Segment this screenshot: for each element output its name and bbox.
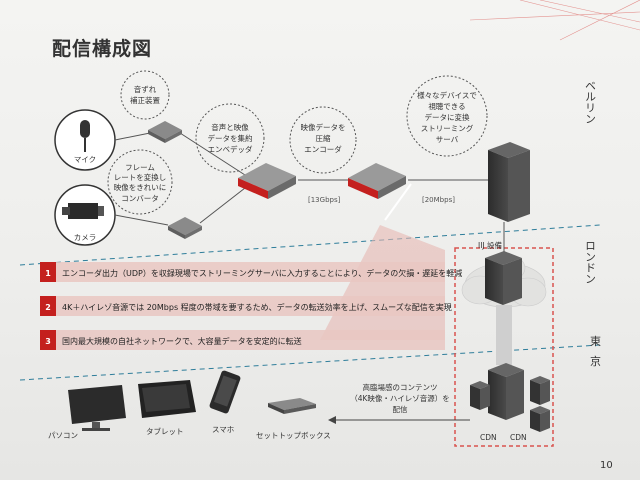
bubble-streaming-line5: サーバ (436, 135, 459, 144)
decorative-lines (469, 0, 640, 41)
bubble-embed-line3: エンベデッダ (208, 144, 253, 154)
cdn-server-right (530, 376, 550, 405)
tablet-icon (138, 380, 196, 418)
berlin-label: ベルリン (584, 80, 597, 124)
bubble-streaming (406, 75, 488, 157)
slide-title: 配信構成図 (52, 37, 152, 60)
city-berlin: ベルリン (584, 80, 597, 124)
callout-shape (320, 225, 445, 340)
noise-correction-device (148, 121, 182, 143)
tokyo-server-main (488, 363, 524, 420)
iij-label: IIJ 設備 (478, 240, 503, 250)
note-2-text: 4K＋ハイレゾ音源では 20Mbps 程度の帯域を要するため、データの転送効率を… (62, 302, 452, 312)
cdn-server-right2 (530, 406, 550, 432)
set-top-box-icon (268, 398, 316, 414)
mic-label: マイク (74, 155, 96, 164)
mic-icon (80, 120, 90, 152)
bubble-encode-line3: エンコーダ (304, 144, 342, 154)
bubble-embed (195, 103, 265, 173)
smartphone-icon (209, 370, 241, 414)
bubble-encode (289, 106, 357, 174)
device-label-settopbox: セットトップボックス (256, 431, 331, 440)
note-3-number: 3 (45, 337, 51, 346)
camera-icon (62, 203, 104, 219)
device-label-tablet: タブレット (146, 426, 184, 436)
bubble-noise-line1: 音ずれ (134, 84, 157, 94)
bubble-encode-line1: 映像データを (301, 122, 346, 132)
bubble-frame-line1: フレーム (125, 163, 155, 172)
delivery-caption-line3: 配信 (393, 404, 408, 414)
tokyo-label-1: 東 (590, 335, 601, 348)
note-2-number: 2 (45, 303, 51, 312)
divider-berlin-london (19, 224, 601, 266)
connection-lines (114, 132, 488, 226)
note-1-number: 1 (45, 269, 51, 278)
device-label-smartphone: スマホ (212, 425, 234, 434)
delivery-caption-line1: 高臨場感のコンテンツ (363, 382, 438, 392)
cdn-label-2: CDN (510, 433, 527, 442)
bandwidth-20mbps: [20Mbps] (422, 196, 455, 204)
note-1-text: エンコーダ出力（UDP）を収録現場でストリーミングサーバに入力することにより、デ… (62, 268, 462, 278)
device-label-pc: パソコン (48, 431, 78, 440)
cdn-label-1: CDN (480, 433, 497, 442)
bubble-streaming-line2: 視聴できる (428, 102, 465, 111)
note-3: 3 国内最大規模の自社ネットワークで、大容量データを安定的に転送 (40, 330, 445, 350)
bubble-streaming-line1: 様々なデバイスで (417, 90, 477, 100)
delivery-caption-line2: （4K映像・ハイレゾ音源）を (350, 393, 450, 403)
bandwidth-13gbps: [13Gbps] (308, 196, 341, 204)
note-2: 2 4K＋ハイレゾ音源では 20Mbps 程度の帯域を要するため、データの転送効… (40, 296, 452, 316)
london-label: ロンドン (584, 240, 597, 284)
bubble-frame (107, 149, 173, 215)
pc-icon (68, 385, 126, 431)
bubble-frame-line4: コンバータ (121, 194, 159, 203)
camera-label: カメラ (74, 233, 97, 242)
london-server (485, 251, 522, 305)
bubble-frame-line3: 映像をきれいに (114, 182, 167, 192)
converter-device (168, 217, 202, 239)
bubble-noise (120, 70, 170, 120)
encoder-device (348, 163, 406, 199)
tokyo-label-2: 京 (590, 354, 601, 368)
cdn-server-left (470, 381, 490, 410)
bubble-streaming-line4: ストリーミング (421, 123, 474, 133)
bubble-frame-line2: レートを変換し (114, 172, 167, 182)
bubble-noise-line2: 補正装置 (130, 95, 160, 105)
embedder-device (238, 163, 296, 199)
bubble-encode-line2: 圧縮 (316, 133, 331, 143)
bubble-streaming-line3: データに変換 (425, 112, 470, 122)
network-link (496, 305, 512, 365)
bubble-embed-line2: データを集約 (208, 133, 253, 143)
streaming-server (488, 142, 530, 222)
note-3-text: 国内最大規模の自社ネットワークで、大容量データを安定的に転送 (62, 336, 302, 346)
note-1: 1 エンコーダ出力（UDP）を収録現場でストリーミングサーバに入力することにより… (40, 262, 462, 282)
divider-london-tokyo (19, 344, 601, 381)
bubble-embed-line1: 音声と映像 (211, 122, 249, 132)
page-number: 10 (600, 460, 613, 471)
